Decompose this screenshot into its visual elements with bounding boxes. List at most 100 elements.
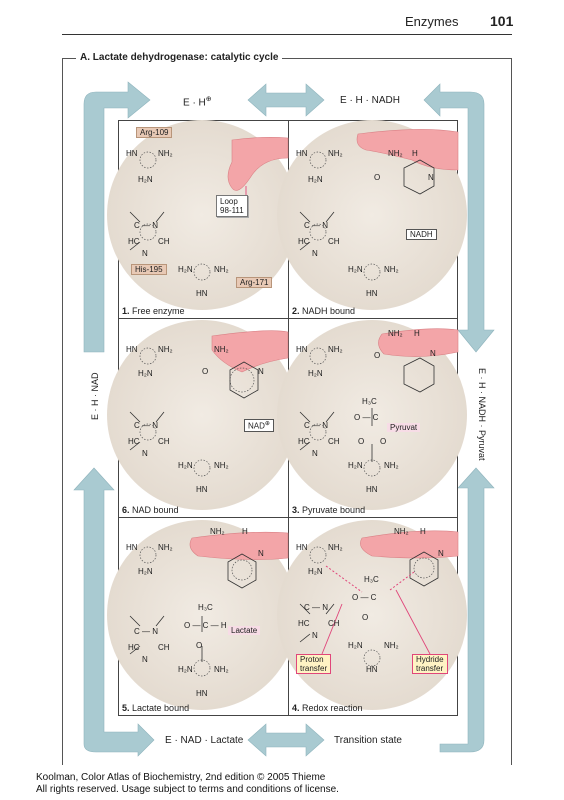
- callout-loop-line1: Loop: [220, 197, 238, 206]
- svg-text:CH: CH: [328, 237, 340, 246]
- tag-nadh: NADH: [406, 229, 437, 240]
- bond-p4-his: [299, 603, 335, 643]
- arg171-charge-p2: [363, 263, 381, 281]
- svg-text:H₂N: H₂N: [348, 461, 363, 470]
- section-frame: [62, 58, 512, 765]
- arrow-right-bottom: [439, 467, 495, 753]
- loop-p6: [211, 330, 289, 373]
- section-title: A. Lactate dehydrogenase: catalytic cycl…: [76, 52, 283, 63]
- hbond-hydride-p4: [389, 571, 415, 591]
- svg-text:C — N: C — N: [134, 421, 158, 430]
- footer-line2: All rights reserved. Usage subject to te…: [36, 784, 339, 795]
- svg-text:H: H: [412, 149, 418, 158]
- svg-text:NH₂: NH₂: [388, 149, 403, 158]
- svg-text:NH₂: NH₂: [214, 461, 229, 470]
- svg-text:H₃C: H₃C: [364, 575, 379, 584]
- state-lactate: E · NAD · Lactate: [165, 735, 244, 746]
- svg-text:H: H: [242, 527, 248, 536]
- tag-nad-text: NAD: [248, 421, 265, 431]
- callout-proton-line2: transfer: [300, 664, 328, 673]
- svg-text:HN: HN: [366, 665, 378, 674]
- arrow-bottom-left: [73, 467, 155, 757]
- svg-text:CH: CH: [328, 619, 340, 628]
- tag-arg109: Arg-109: [136, 127, 173, 138]
- caption-panel-3: 3. Pyruvate bound: [292, 505, 366, 515]
- loop-p1: [227, 137, 289, 191]
- caption-panel-4: 4. Redox reaction: [292, 703, 363, 713]
- callout-loop: Loop 98-111: [216, 195, 248, 217]
- svg-text:NH₂: NH₂: [384, 265, 399, 274]
- svg-text:O: O: [202, 367, 208, 376]
- svg-text:N: N: [312, 631, 318, 640]
- svg-text:HN: HN: [366, 289, 378, 298]
- loop-p5: [189, 531, 289, 560]
- arg109-charge-p1: [139, 151, 157, 169]
- svg-text:O: O: [362, 613, 368, 622]
- caption-panel-5: 5. Lactate bound: [122, 703, 190, 713]
- state-nadh: E · H · NADH: [340, 95, 400, 106]
- svg-text:NH₂: NH₂: [328, 543, 343, 552]
- svg-text:N: N: [142, 655, 148, 664]
- running-header-title: Enzymes: [405, 14, 459, 29]
- svg-text:N: N: [142, 449, 148, 458]
- svg-text:HC: HC: [128, 237, 140, 246]
- svg-text:HN: HN: [296, 543, 308, 552]
- svg-text:NH₂: NH₂: [158, 543, 173, 552]
- state-free-enzyme: E · H⊕: [183, 96, 212, 109]
- svg-text:H₂N: H₂N: [138, 369, 153, 378]
- svg-text:HN: HN: [126, 543, 138, 552]
- svg-text:N: N: [438, 549, 444, 558]
- loop-p4: [360, 530, 459, 559]
- svg-text:H₃C: H₃C: [362, 397, 377, 406]
- svg-text:H₂N: H₂N: [348, 265, 363, 274]
- grid-divider-row1: [118, 318, 458, 319]
- svg-text:O: O: [358, 437, 364, 446]
- svg-text:NH₂: NH₂: [210, 527, 225, 536]
- ring-p4: [409, 551, 439, 587]
- callout-hydride-transfer: Hydride transfer: [412, 654, 448, 674]
- footer-line1: Koolman, Color Atlas of Biochemistry, 2n…: [36, 772, 326, 783]
- loop-p3: [378, 328, 459, 357]
- svg-text:HC: HC: [298, 619, 310, 628]
- svg-text:O: O: [380, 437, 386, 446]
- svg-text:H₂N: H₂N: [308, 567, 323, 576]
- svg-text:N: N: [258, 367, 264, 376]
- bond-p3-his: [299, 411, 335, 451]
- svg-text:N: N: [428, 173, 434, 182]
- svg-text:HN: HN: [126, 345, 138, 354]
- svg-text:N: N: [312, 249, 318, 258]
- arg109-charge-p4: [309, 546, 327, 564]
- svg-text:H₂N: H₂N: [178, 461, 193, 470]
- svg-text:C — N: C — N: [134, 627, 158, 636]
- svg-text:NH₂: NH₂: [158, 149, 173, 158]
- svg-text:HN: HN: [296, 149, 308, 158]
- svg-text:O: O: [374, 173, 380, 182]
- his-charge-p6: [139, 423, 157, 441]
- tag-his195: His-195: [131, 264, 167, 275]
- svg-text:H₂N: H₂N: [308, 369, 323, 378]
- svg-text:H₂N: H₂N: [348, 641, 363, 650]
- svg-text:HC: HC: [298, 237, 310, 246]
- svg-text:HN: HN: [196, 485, 208, 494]
- svg-text:H₂N: H₂N: [178, 265, 193, 274]
- svg-text:HC: HC: [128, 437, 140, 446]
- tag-nad: NAD⊕: [244, 419, 274, 432]
- svg-text:N: N: [312, 449, 318, 458]
- his-charge-p2: [309, 223, 327, 241]
- his-charge-p1: [139, 223, 157, 241]
- svg-text:HN: HN: [126, 149, 138, 158]
- pocket-p2: [277, 120, 467, 310]
- svg-text:H: H: [420, 527, 426, 536]
- svg-text:O — C: O — C: [352, 593, 377, 602]
- loop-p2: [356, 129, 459, 171]
- svg-text:NH₂: NH₂: [388, 329, 403, 338]
- arrow-top-right: [423, 83, 495, 353]
- arrow-bottom-middle: [247, 723, 325, 757]
- arg171-charge-p1: [193, 263, 211, 281]
- page-number: 101: [490, 13, 514, 29]
- svg-text:CH: CH: [158, 437, 170, 446]
- svg-text:H: H: [414, 329, 420, 338]
- header-rule: [62, 34, 512, 35]
